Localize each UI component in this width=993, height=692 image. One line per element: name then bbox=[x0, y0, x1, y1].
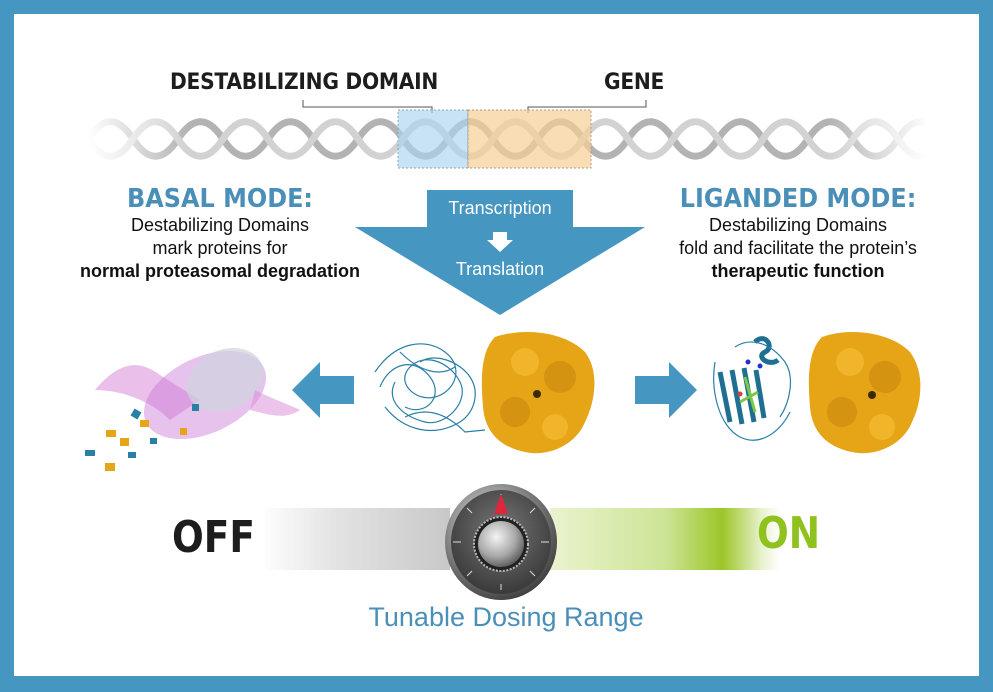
gold-protein-surface bbox=[481, 332, 595, 454]
liganded-mode-title: LIGANDED MODE: bbox=[679, 184, 917, 214]
liganded-mode-block: LIGANDED MODE: Destabilizing Domains fol… bbox=[618, 184, 978, 283]
process-arrow-shape bbox=[355, 190, 645, 315]
liganded-mode-line2: fold and facilitate the protein’s bbox=[679, 238, 917, 258]
basal-mode-line3: normal proteasomal degradation bbox=[79, 261, 361, 281]
indicator-pointer-icon bbox=[494, 494, 508, 514]
unfolded-protein-illustration bbox=[374, 332, 595, 454]
basal-mode-line2: mark proteins for bbox=[152, 238, 288, 258]
proteasome-cap-left bbox=[95, 365, 200, 420]
liganded-mode-line1: Destabilizing Domains bbox=[708, 215, 888, 235]
destabilizing-domain-label: DESTABILIZING DOMAIN bbox=[170, 70, 439, 95]
gene-label: GENE bbox=[604, 70, 665, 95]
small-down-arrow-icon bbox=[487, 232, 513, 252]
off-label: OFF bbox=[172, 512, 255, 563]
folded-protein-illustration bbox=[713, 332, 921, 454]
gold-protein-surface-right bbox=[808, 332, 921, 454]
on-label: ON bbox=[757, 508, 821, 559]
transcription-label: Transcription bbox=[448, 198, 552, 218]
dosing-dial[interactable] bbox=[441, 482, 561, 602]
left-arrow-icon bbox=[292, 362, 354, 418]
off-gradient-bar bbox=[260, 508, 450, 570]
dna-helix bbox=[88, 108, 928, 170]
right-arrow-icon bbox=[635, 362, 697, 418]
translation-label: Translation bbox=[455, 259, 545, 279]
process-arrow bbox=[355, 190, 645, 315]
proteasome-cap-right bbox=[250, 390, 300, 416]
basal-mode-title: BASAL MODE: bbox=[127, 184, 313, 214]
liganded-mode-line3: therapeutic function bbox=[711, 261, 885, 281]
unfolded-domain-coil bbox=[374, 343, 486, 433]
proteasome-core bbox=[186, 347, 264, 413]
basal-mode-line1: Destabilizing Domains bbox=[130, 215, 310, 235]
proteasome-illustration bbox=[85, 347, 300, 471]
tunable-dosing-caption: Tunable Dosing Range bbox=[368, 602, 644, 632]
dial-knob bbox=[478, 521, 524, 567]
basal-mode-block: BASAL MODE: Destabilizing Domains mark p… bbox=[40, 184, 400, 283]
degraded-fragments bbox=[85, 404, 199, 471]
on-gradient-bar bbox=[550, 508, 780, 570]
folded-domain-ribbon bbox=[713, 336, 792, 441]
